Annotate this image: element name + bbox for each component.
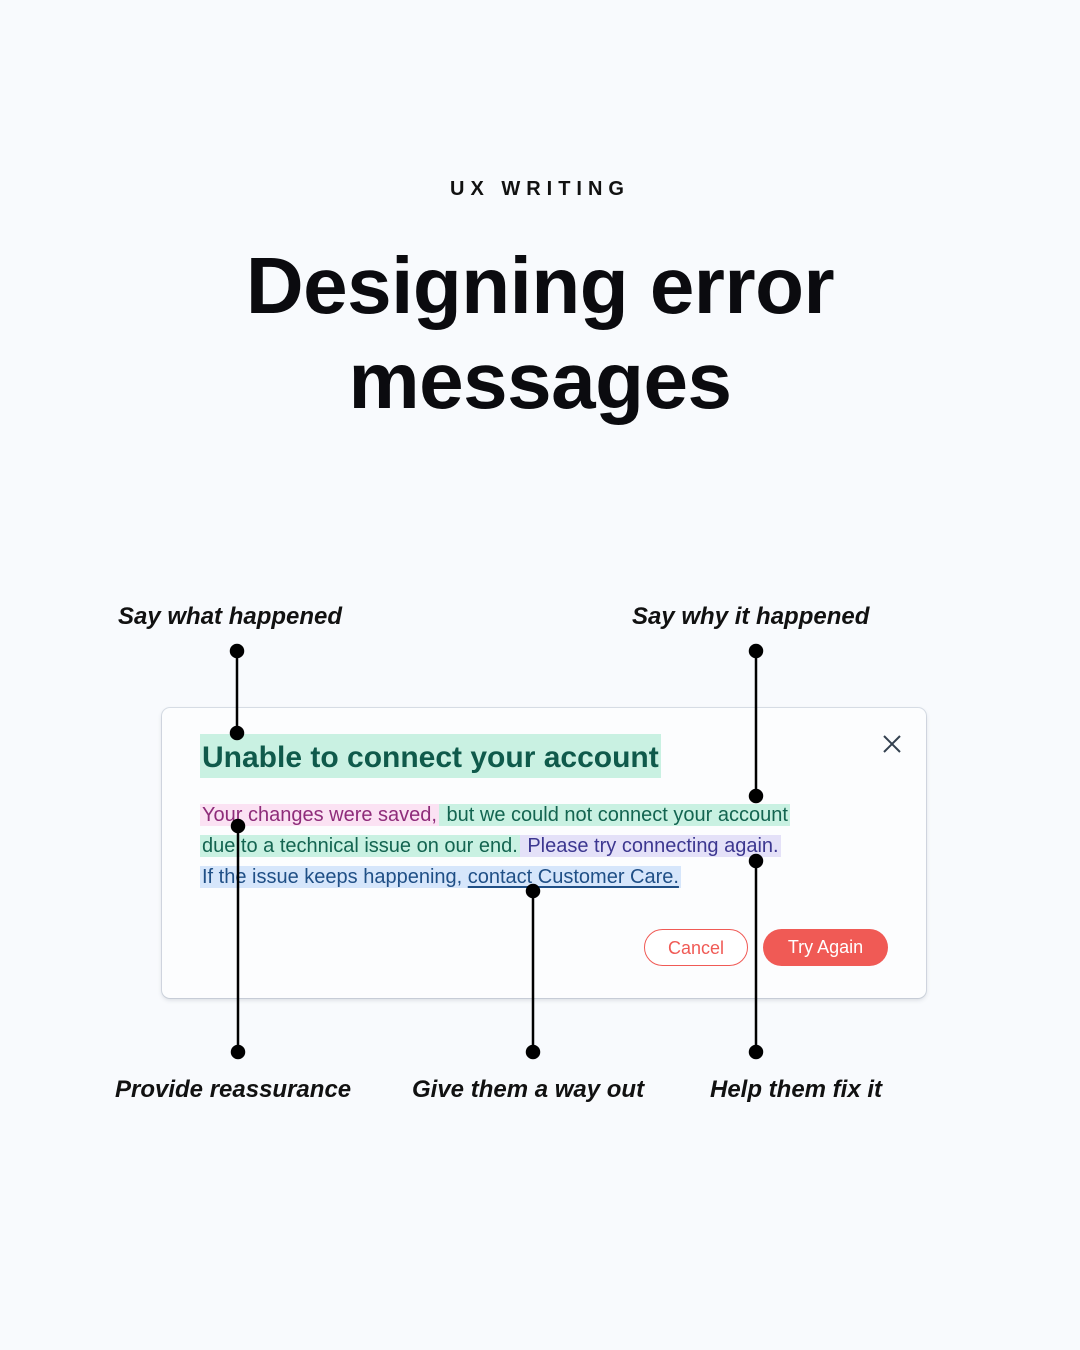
- reason-text-part-2: due to a technical issue on our end.: [200, 835, 520, 857]
- page-title: Designing error messages: [0, 238, 1080, 428]
- dialog-body-line-1: Your changes were saved, but we could no…: [200, 801, 790, 828]
- dialog-body-line-2: due to a technical issue on our end. Ple…: [200, 832, 781, 859]
- cancel-button[interactable]: Cancel: [644, 929, 748, 966]
- reassurance-text: Your changes were saved,: [200, 804, 439, 826]
- close-button[interactable]: [878, 730, 906, 758]
- fix-instruction-text: Please try connecting again.: [519, 835, 781, 857]
- contact-customer-care-link[interactable]: contact Customer Care.: [467, 866, 679, 888]
- annotation-reassurance: Provide reassurance: [115, 1076, 352, 1103]
- dialog-title: Unable to connect your account: [200, 734, 661, 778]
- page-title-line-1: Designing error: [245, 241, 835, 330]
- page-title-line-2: messages: [348, 336, 732, 425]
- close-icon: [883, 735, 901, 753]
- annotation-say-why: Say why it happened: [632, 603, 870, 630]
- eyebrow-label: UX WRITING: [450, 178, 630, 200]
- try-again-button[interactable]: Try Again: [763, 929, 888, 966]
- way-out-text: If the issue keeps happening, contact Cu…: [200, 866, 681, 888]
- reason-text-part-1: but we could not connect your account: [438, 804, 790, 826]
- annotation-say-what: Say what happened: [118, 603, 343, 630]
- annotation-fix: Help them fix it: [710, 1076, 883, 1103]
- dialog-body-line-3: If the issue keeps happening, contact Cu…: [200, 863, 681, 890]
- annotation-way-out: Give them a way out: [412, 1076, 645, 1103]
- error-dialog: Unable to connect your account Your chan…: [162, 708, 926, 998]
- way-out-prefix: If the issue keeps happening,: [202, 866, 468, 888]
